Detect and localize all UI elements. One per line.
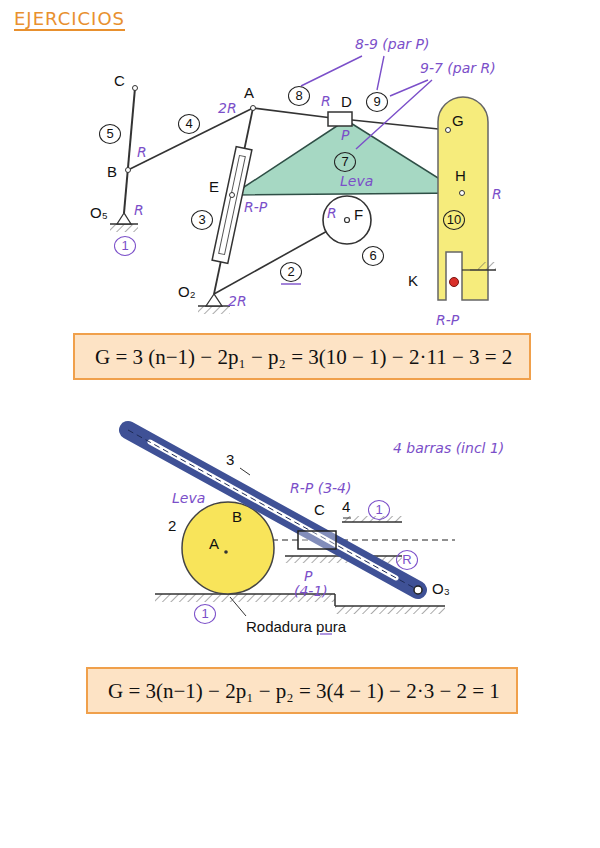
formula-box: G = 3(n−1) − 2p₁ − p₂ = 3(4 − 1) − 2·3 −…: [86, 667, 518, 714]
formula-text: G = 3 (n−1) − 2p₁ − p₂ = 3(10 − 1) − 2·1…: [95, 345, 509, 370]
callout-number: 3: [191, 210, 213, 230]
part-label: Rodadura pura: [246, 618, 346, 635]
part-label: A: [209, 535, 219, 552]
callout-number: 6: [362, 246, 384, 266]
annotation: P: [304, 568, 312, 584]
part-label: K: [408, 272, 418, 289]
part-label: G: [452, 112, 464, 129]
annotation-callout: 1: [368, 500, 390, 520]
callout-number: 2: [280, 262, 302, 282]
annotation: 9-7 (par R): [420, 60, 496, 76]
formula-text: G = 3(n−1) − 2p₁ − p₂ = 3(4 − 1) − 2·3 −…: [108, 679, 496, 704]
part-label: 2: [168, 517, 176, 534]
part-label: A: [244, 84, 254, 101]
part-label: C: [114, 72, 125, 89]
annotation: 2R: [228, 293, 247, 309]
callout-number: 5: [99, 124, 121, 144]
callout-number: 10: [443, 210, 465, 230]
callout-number: 4: [178, 114, 200, 134]
annotation: R: [137, 144, 147, 160]
annotation: Leva: [172, 490, 205, 506]
page-title: EJERCICIOS: [14, 8, 125, 31]
part-label: B: [107, 163, 117, 180]
annotation-callout: 1: [194, 604, 216, 624]
annotation: R-P: [436, 312, 459, 328]
part-label: 3: [226, 451, 234, 468]
annotation: R-P: [244, 199, 267, 215]
part-label: B: [232, 508, 242, 525]
part-label: 4: [342, 498, 350, 515]
annotation-callout: 1: [114, 236, 136, 256]
annotation: (4-1): [294, 583, 328, 599]
annotation-callout: R: [396, 550, 418, 570]
part-label: O₃: [432, 580, 450, 597]
annotation: R: [327, 205, 337, 221]
annotation: 2R: [218, 100, 237, 116]
annotation: R: [492, 186, 502, 202]
part-label: O₂: [178, 283, 196, 300]
part-label: H: [455, 167, 466, 184]
annotation: 4 barras (incl 1): [393, 440, 504, 456]
part-label: D: [341, 93, 352, 110]
annotation: R-P (3-4): [290, 480, 351, 496]
callout-number: 7: [334, 152, 356, 172]
part-label: C: [314, 501, 325, 518]
annotation: Leva: [340, 173, 373, 189]
formula-box: G = 3 (n−1) − 2p₁ − p₂ = 3(10 − 1) − 2·1…: [73, 333, 531, 380]
callout-number: 8: [288, 86, 310, 106]
part-label: E: [209, 178, 219, 195]
annotation: P: [341, 127, 349, 143]
callout-number: 9: [366, 92, 388, 112]
annotation: R: [134, 202, 144, 218]
annotation: R: [321, 93, 331, 109]
annotation: 8-9 (par P): [355, 36, 429, 52]
part-label: O₅: [90, 204, 108, 221]
part-label: F: [354, 206, 363, 223]
